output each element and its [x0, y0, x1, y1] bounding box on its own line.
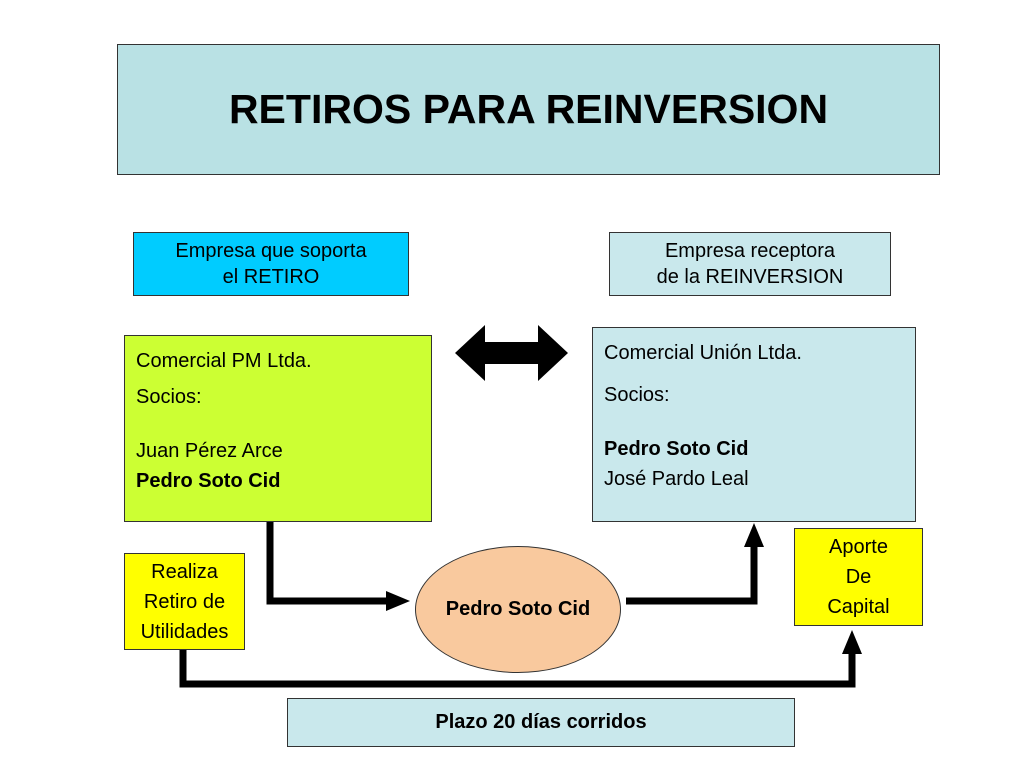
- double-headed-arrow-icon: [455, 325, 568, 381]
- flow-arrowhead-to-partner: [386, 591, 410, 611]
- withdrawal-box: Realiza Retiro de Utilidades: [124, 553, 245, 650]
- capital-line-3: Capital: [827, 596, 890, 618]
- right-partner-2: José Pardo Leal: [604, 468, 749, 490]
- left-label-line-2: el RETIRO: [222, 266, 320, 288]
- flow-arrowhead-term-loop: [842, 630, 862, 654]
- left-label-line-1: Empresa que soporta: [175, 240, 367, 262]
- left-partners-heading: Socios:: [136, 386, 202, 408]
- title-box: RETIROS PARA REINVERSION: [117, 44, 940, 175]
- term-box: Plazo 20 días corridos: [287, 698, 795, 747]
- flow-arrow-to-partner: [266, 522, 390, 605]
- left-company-label: Empresa que soporta el RETIRO: [133, 232, 409, 296]
- right-partner-1: Pedro Soto Cid: [604, 438, 749, 460]
- right-company-label: Empresa receptora de la REINVERSION: [609, 232, 891, 296]
- right-company-box: Comercial Unión Ltda. Socios: Pedro Soto…: [592, 327, 916, 522]
- partner-ellipse: Pedro Soto Cid: [415, 546, 621, 673]
- flow-arrow-to-receiver: [626, 545, 758, 605]
- right-label-line-2: de la REINVERSION: [656, 266, 844, 288]
- left-partner-2: Pedro Soto Cid: [136, 470, 281, 492]
- partner-name: Pedro Soto Cid: [445, 598, 591, 620]
- capital-line-1: Aporte: [829, 536, 888, 558]
- right-company-name: Comercial Unión Ltda.: [604, 342, 802, 364]
- page-title: RETIROS PARA REINVERSION: [228, 86, 829, 132]
- capital-line-2: De: [845, 566, 872, 588]
- capital-contribution-box: Aporte De Capital: [794, 528, 923, 626]
- flow-arrowhead-to-receiver: [744, 523, 764, 547]
- right-label-line-1: Empresa receptora: [664, 240, 836, 262]
- left-partner-1: Juan Pérez Arce: [136, 440, 283, 462]
- right-partners-heading: Socios:: [604, 384, 670, 406]
- left-company-box: Comercial PM Ltda. Socios: Juan Pérez Ar…: [124, 335, 432, 522]
- withdrawal-line-1: Realiza: [151, 560, 218, 583]
- term-text: Plazo 20 días corridos: [435, 711, 647, 733]
- left-company-name: Comercial PM Ltda.: [136, 350, 312, 372]
- withdrawal-line-2: Retiro de: [143, 590, 226, 613]
- withdrawal-line-3: Utilidades: [140, 620, 229, 643]
